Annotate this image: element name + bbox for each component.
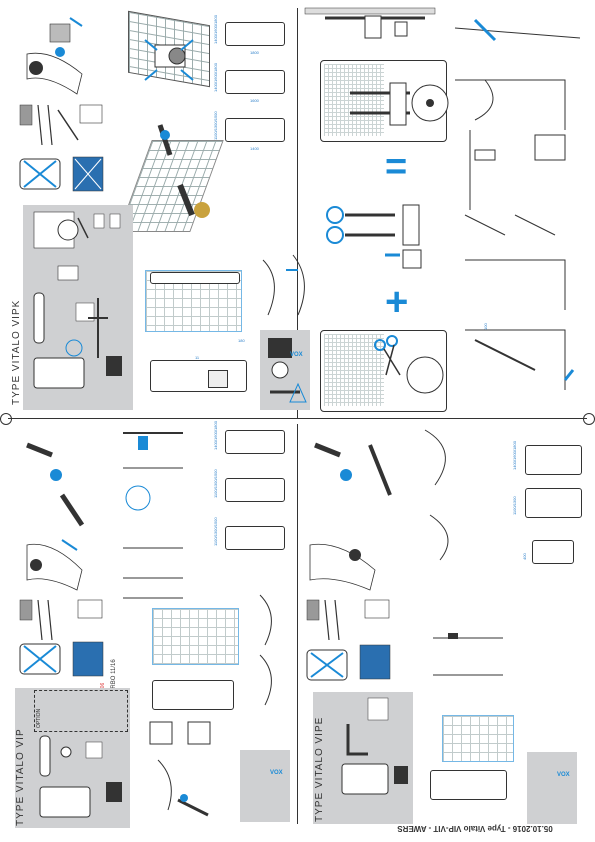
dim-height-vipe-1: 1400/1600/1800 (512, 441, 517, 470)
drill-sketch-br (314, 442, 392, 496)
vip-heater-3 (225, 526, 285, 550)
vertical-fold-line-bottom (297, 424, 298, 824)
vipe-ceiling-sketches (433, 633, 503, 676)
vip-section-label: TYPE VITALO VIP (15, 728, 26, 826)
hand-sketches-br (424, 429, 449, 561)
dim-height-3: 1100/1300/1500 (213, 111, 218, 140)
wall-bracket-sketches (454, 18, 581, 390)
towel-hanging-sketch (262, 254, 305, 316)
drill-icon (157, 124, 210, 218)
vipk-parts-drawing (33, 211, 122, 389)
drill-sketch-bl (26, 442, 85, 527)
heater-front-3 (225, 118, 285, 142)
dim-height-vip-1: 1400/1600/1800 (213, 421, 218, 450)
vertical-fold-line (297, 8, 298, 418)
dim-11: 11 (195, 355, 200, 360)
dim-height-vipe-2: 1100/1300 (512, 496, 517, 515)
tools-icon (19, 104, 103, 146)
heater-perforation-lower (324, 334, 384, 406)
vip-option-sketch (149, 721, 211, 817)
wall-mount-sketch (26, 17, 83, 95)
dim-width-3: 1400 (250, 146, 259, 151)
heater-front-view (150, 360, 247, 392)
vipe-panel (313, 692, 413, 824)
crop-mark-right (583, 413, 595, 425)
vipe-heater-front (430, 770, 507, 800)
horizontal-fold-line (8, 418, 587, 419)
boxed-parts-icon (19, 156, 104, 192)
dim-180: 180 (238, 338, 245, 343)
vipe-section-label: TYPE VITALO VIPE (314, 716, 325, 822)
wall-mount-sketch-br (309, 543, 376, 591)
wall-mount-sketch-bl (26, 539, 83, 591)
vox-label-br: VOX (557, 772, 570, 778)
vip-heater-front (152, 680, 234, 710)
dim-height-vip-3: 1100/1300/1500 (213, 517, 218, 546)
dim-width-1: 1800 (250, 50, 259, 55)
vip-heater-2 (225, 478, 285, 502)
vipk-section-label: TYPE VITALO VIPK (11, 299, 22, 405)
vox-label-top: VOX (290, 352, 303, 358)
vipe-heater-1 (525, 445, 582, 475)
dim-width-2: 1600 (250, 98, 259, 103)
heater-perforation-upper (324, 64, 384, 136)
boxed-parts-icon-bl (19, 641, 104, 677)
vip-heater-1 (225, 430, 285, 454)
vox-badge-bl (240, 750, 290, 822)
valve-icon (268, 338, 307, 403)
option-box (34, 690, 128, 732)
mounting-grid-vipe (442, 715, 514, 762)
plus-symbol: + (385, 280, 409, 324)
footer-title: 05.10.2016 - Type Vitalo VIP-VIT - AWERS (397, 824, 553, 833)
vox-label-bl: VOX (270, 770, 283, 776)
towel-sketch-bl (259, 594, 272, 706)
crop-mark-left (0, 413, 12, 425)
heater-front-2 (225, 70, 285, 94)
bolt-set-icon (144, 39, 194, 81)
dim-height-1: 1400/1600/1800 (213, 15, 218, 44)
dim-height-vip-2: 1100/1300/1500 (213, 469, 218, 498)
tools-icon-br (306, 599, 391, 681)
valve-parts-exploded (326, 204, 422, 269)
dim-height-2: 1400/1600/1800 (213, 63, 218, 92)
heater-top-view (150, 272, 240, 284)
mounting-grid-vip (152, 608, 239, 665)
dim-angle-100: 100 (483, 323, 488, 330)
tools-icon-bl (19, 599, 103, 641)
ceiling-pipe-sketch (304, 7, 436, 39)
vipe-parts-drawing (341, 697, 408, 795)
heater-front-1 (225, 22, 285, 46)
equals-symbol: = (385, 146, 408, 188)
vipe-heater-2 (525, 488, 582, 518)
vipe-heater-3 (532, 540, 574, 564)
vox-badge-br (527, 752, 577, 824)
option-label: OPTION (36, 708, 42, 728)
dim-height-vipe-3: 400 (522, 553, 527, 560)
vip-parts-drawing (39, 735, 122, 818)
control-box (208, 370, 228, 388)
ceiling-bracket-sketch-bl (123, 432, 183, 599)
valve-assembly-upper (350, 82, 449, 126)
scissors-icon (374, 335, 444, 394)
